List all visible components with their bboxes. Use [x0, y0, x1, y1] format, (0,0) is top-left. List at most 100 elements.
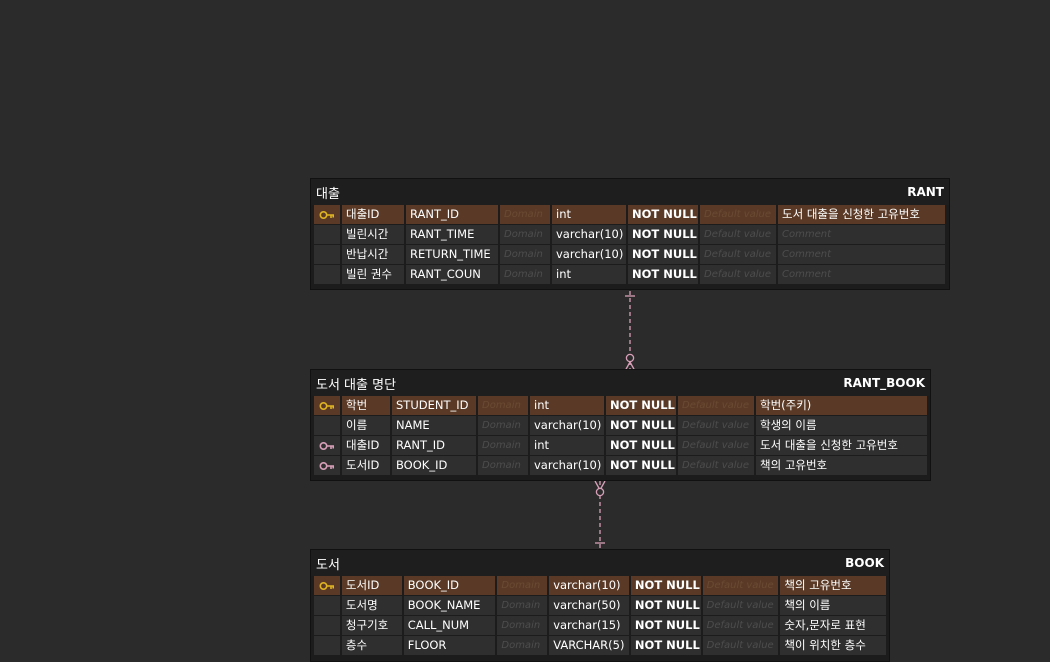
comment-cell: 숫자,문자로 표현 — [780, 616, 887, 635]
table-header[interactable]: 대출 RANT — [311, 179, 949, 205]
logical-name-cell: 층수 — [341, 636, 402, 655]
data-type-cell: varchar(10) — [552, 245, 626, 264]
nullable-cell: NOT NULL — [628, 245, 698, 264]
default-value-cell: Default value — [678, 416, 754, 435]
logical-name-cell: 반납시간 — [342, 245, 404, 264]
table-logical-name: 도서 대출 명단 — [316, 377, 397, 393]
relationship-rant-to-rant-book[interactable] — [624, 291, 636, 372]
data-type-cell: varchar(10) — [549, 576, 629, 595]
data-type-cell: int — [552, 205, 626, 224]
logical-name-cell: 대출ID — [342, 205, 404, 224]
logical-name-cell: 도서명 — [341, 596, 402, 615]
data-type-cell: varchar(10) — [530, 416, 604, 435]
logical-name-cell: 대출ID — [342, 436, 390, 455]
data-type-cell: int — [530, 436, 604, 455]
domain-cell: Domain — [497, 636, 548, 655]
comment-cell: Comment — [778, 225, 945, 244]
domain-cell: Domain — [500, 225, 550, 244]
data-type-cell: varchar(10) — [530, 456, 604, 475]
logical-name-cell: 빌린시간 — [342, 225, 404, 244]
logical-name-cell: 청구기호 — [341, 616, 402, 635]
primary-key-icon — [314, 576, 340, 595]
table-header[interactable]: 도서 BOOK — [311, 550, 889, 576]
table-physical-name: RANT_BOOK — [843, 376, 925, 390]
physical-name-cell: NAME — [392, 416, 476, 435]
nullable-cell: NOT NULL — [630, 576, 701, 595]
table-physical-name: RANT — [907, 185, 944, 199]
physical-name-cell: FLOOR — [403, 636, 496, 655]
domain-cell: Domain — [497, 616, 548, 635]
physical-name-cell: RANT_COUN — [406, 265, 498, 284]
physical-name-cell: BOOK_ID — [403, 576, 496, 595]
default-value-cell: Default value — [678, 456, 754, 475]
nullable-cell: NOT NULL — [628, 225, 698, 244]
domain-cell: Domain — [478, 456, 528, 475]
primary-key-icon — [314, 396, 340, 415]
nullable-cell: NOT NULL — [628, 265, 698, 284]
key-cell — [314, 416, 340, 435]
table-logical-name: 도서 — [316, 557, 340, 573]
default-value-cell: Default value — [700, 245, 776, 264]
comment-cell: Comment — [778, 245, 945, 264]
nullable-cell: NOT NULL — [606, 456, 676, 475]
key-cell — [314, 265, 340, 284]
table-logical-name: 대출 — [316, 186, 340, 202]
foreign-key-icon — [314, 456, 340, 475]
default-value-cell: Default value — [702, 636, 779, 655]
domain-cell: Domain — [478, 416, 528, 435]
domain-cell: Domain — [497, 576, 548, 595]
data-type-cell: varchar(15) — [549, 616, 629, 635]
nullable-cell: NOT NULL — [606, 436, 676, 455]
table-physical-name: BOOK — [845, 556, 884, 570]
relationship-book-to-rant-book[interactable] — [594, 480, 606, 550]
nullable-cell: NOT NULL — [606, 416, 676, 435]
comment-cell: 도서 대출을 신청한 고유번호 — [756, 436, 927, 455]
physical-name-cell: BOOK_NAME — [403, 596, 496, 615]
comment-cell: 책의 고유번호 — [780, 576, 887, 595]
default-value-cell: Default value — [702, 616, 779, 635]
logical-name-cell: 이름 — [342, 416, 390, 435]
primary-key-icon — [314, 205, 340, 224]
default-value-cell: Default value — [678, 396, 754, 415]
domain-cell: Domain — [500, 205, 550, 224]
default-value-cell: Default value — [700, 225, 776, 244]
physical-name-cell: RETURN_TIME — [406, 245, 498, 264]
physical-name-cell: BOOK_ID — [392, 456, 476, 475]
key-cell — [314, 636, 340, 655]
logical-name-cell: 도서ID — [342, 456, 390, 475]
nullable-cell: NOT NULL — [630, 636, 701, 655]
key-cell — [314, 616, 340, 635]
logical-name-cell: 도서ID — [341, 576, 402, 595]
logical-name-cell: 빌린 권수 — [342, 265, 404, 284]
comment-cell: 도서 대출을 신청한 고유번호 — [778, 205, 945, 224]
comment-cell: 학번(주키) — [756, 396, 927, 415]
table-header[interactable]: 도서 대출 명단 RANT_BOOK — [311, 370, 930, 396]
data-type-cell: int — [552, 265, 626, 284]
foreign-key-icon — [314, 436, 340, 455]
domain-cell: Domain — [478, 436, 528, 455]
physical-name-cell: RANT_ID — [406, 205, 498, 224]
key-cell — [314, 225, 340, 244]
comment-cell: 학생의 이름 — [756, 416, 927, 435]
zero-marker — [595, 487, 605, 497]
key-cell — [314, 245, 340, 264]
default-value-cell: Default value — [702, 596, 779, 615]
